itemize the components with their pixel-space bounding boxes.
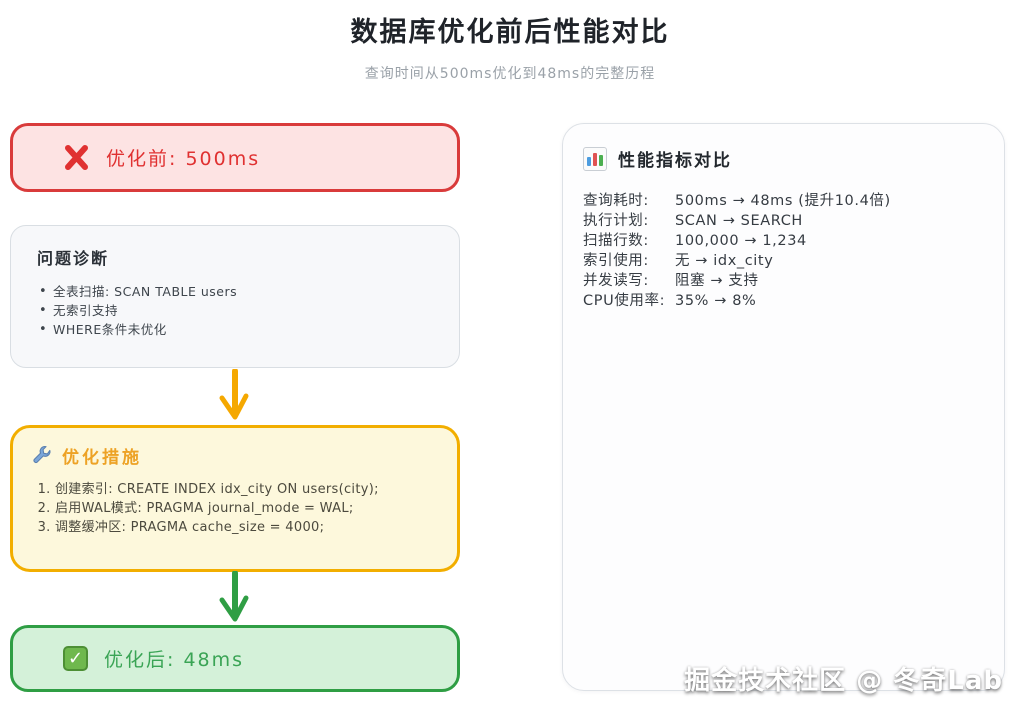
diagnosis-item: WHERE条件未优化	[37, 320, 433, 339]
metric-row: 并发读写: 阻塞 → 支持	[583, 271, 984, 291]
before-label: 优化前: 500ms	[106, 148, 261, 170]
metric-label: 查询耗时:	[583, 193, 649, 209]
metric-value: 无 → idx_city	[675, 253, 774, 269]
wrench-icon	[31, 445, 52, 466]
check-icon: ✓	[63, 646, 88, 671]
bar-chart-icon	[583, 146, 607, 171]
measures-step: 创建索引: CREATE INDEX idx_city ON users(cit…	[55, 480, 439, 499]
metric-value: 35% → 8%	[675, 293, 757, 309]
metric-value: 500ms → 48ms (提升10.4倍)	[675, 193, 891, 209]
metric-row: CPU使用率: 35% → 8%	[583, 291, 984, 311]
measures-step: 启用WAL模式: PRAGMA journal_mode = WAL;	[55, 499, 439, 518]
metric-row: 索引使用: 无 → idx_city	[583, 251, 984, 271]
metric-label: 扫描行数:	[583, 233, 649, 249]
after-optimization-box: ✓ 优化后: 48ms	[10, 625, 460, 692]
diagnosis-item: 无索引支持	[37, 301, 433, 320]
page-title: 数据库优化前后性能对比	[350, 17, 670, 48]
diagnosis-item: 全表扫描: SCAN TABLE users	[37, 282, 433, 301]
metrics-title: 性能指标对比	[618, 151, 732, 171]
metric-value: SCAN → SEARCH	[675, 213, 803, 229]
diagnosis-list: 全表扫描: SCAN TABLE users 无索引支持 WHERE条件未优化	[37, 282, 433, 339]
measures-header: 优化措施	[31, 443, 439, 468]
metric-value: 阻塞 → 支持	[675, 273, 759, 289]
after-label: 优化后: 48ms	[104, 649, 245, 671]
metric-row: 扫描行数: 100,000 → 1,234	[583, 231, 984, 251]
diagnosis-title: 问题诊断	[37, 249, 110, 268]
measures-list: 创建索引: CREATE INDEX idx_city ON users(cit…	[31, 480, 439, 537]
diagnosis-box: 问题诊断 全表扫描: SCAN TABLE users 无索引支持 WHERE条…	[10, 225, 460, 368]
metric-label: 并发读写:	[583, 273, 649, 289]
metric-row: 查询耗时: 500ms → 48ms (提升10.4倍)	[583, 191, 984, 211]
measures-box: 优化措施 创建索引: CREATE INDEX idx_city ON user…	[10, 425, 460, 572]
before-optimization-box: 优化前: 500ms	[10, 123, 460, 192]
measures-step: 调整缓冲区: PRAGMA cache_size = 4000;	[55, 518, 439, 537]
page-subtitle: 查询时间从500ms优化到48ms的完整历程	[364, 66, 656, 82]
metrics-panel: 性能指标对比 查询耗时: 500ms → 48ms (提升10.4倍) 执行计划…	[562, 123, 1005, 691]
metric-value: 100,000 → 1,234	[675, 233, 807, 249]
arrow-down-yellow-icon	[212, 368, 258, 425]
metric-label: CPU使用率:	[583, 293, 666, 309]
metric-label: 执行计划:	[583, 213, 649, 229]
metric-label: 索引使用:	[583, 253, 649, 269]
cross-icon	[63, 144, 90, 171]
metric-row: 执行计划: SCAN → SEARCH	[583, 211, 984, 231]
measures-title: 优化措施	[62, 448, 142, 468]
watermark: 掘金技术社区 @ 冬奇Lab	[684, 666, 1003, 696]
metrics-header: 性能指标对比	[583, 146, 984, 171]
arrow-down-green-icon	[212, 570, 258, 627]
